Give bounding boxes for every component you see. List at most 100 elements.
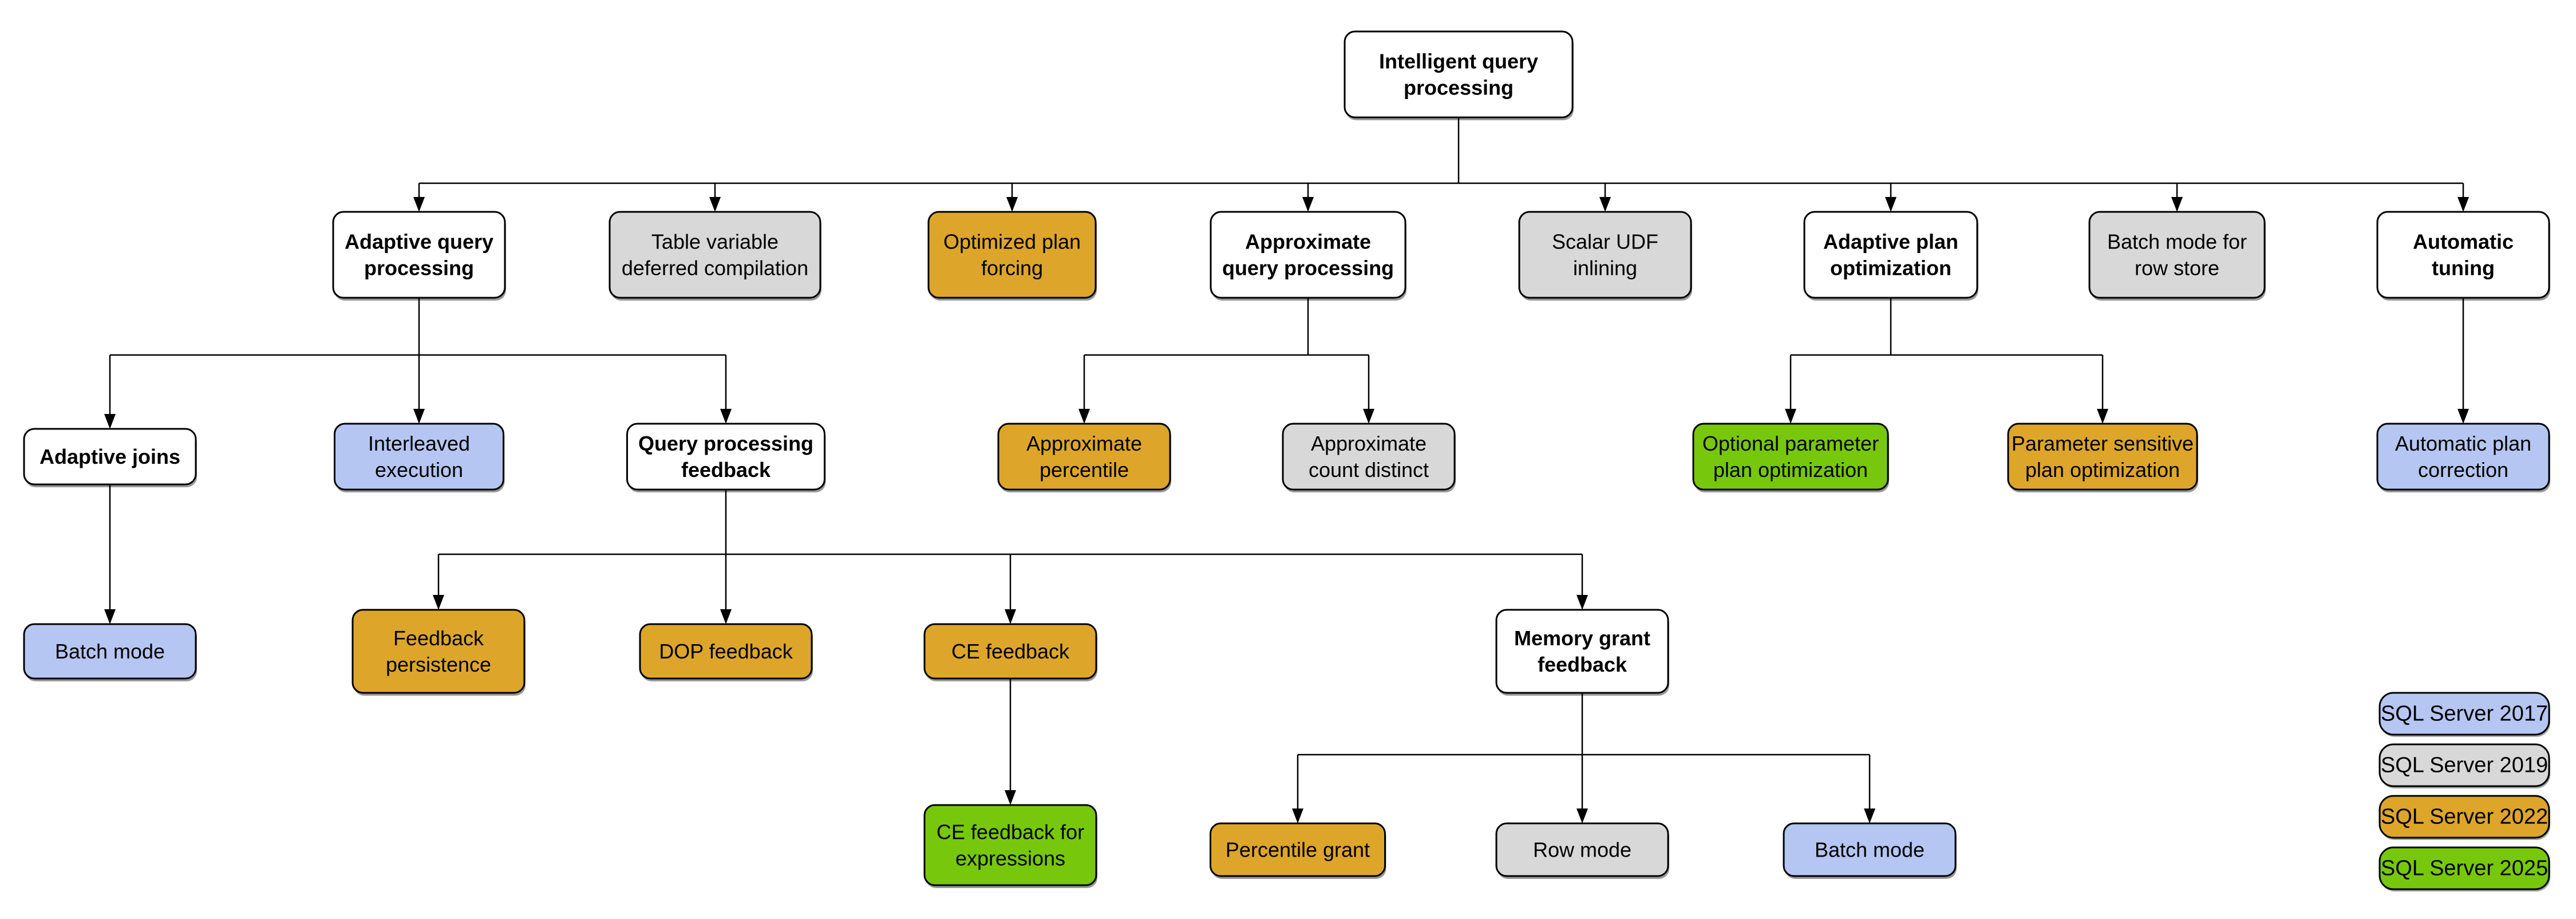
legend-label: SQL Server 2017 (2381, 702, 2548, 726)
node-label: feedback (1538, 653, 1627, 676)
arrowhead-icon (1078, 409, 1090, 424)
node-label: deferred compilation (622, 257, 808, 280)
node-label: optimization (1830, 257, 1951, 280)
node-dop-feedback: DOP feedback (639, 623, 813, 681)
node-approximate-query-processing: Approximate query processing (1210, 211, 1406, 301)
legend-item-sql-server-2017: SQL Server 2017 (2379, 692, 2550, 737)
edge-from-memory-grant-feedback (1292, 693, 1875, 823)
node-label: inlining (1573, 257, 1637, 280)
node-box (2007, 423, 2198, 491)
node-label: Memory grant (1514, 626, 1650, 650)
node-label: Interleaved (368, 432, 470, 455)
node-box (923, 623, 1097, 680)
node-label: percentile (1040, 458, 1129, 482)
edge-from-adaptive-plan-optimization (1785, 298, 2108, 424)
arrowhead-icon (1864, 808, 1875, 823)
node-row-mode: Row mode (1495, 822, 1669, 879)
arrowhead-icon (709, 197, 721, 212)
node-label: Parameter sensitive (2012, 432, 2194, 455)
node-label: plan optimization (2025, 458, 2180, 482)
node-box (1495, 609, 1669, 694)
arrowhead-icon (104, 414, 116, 429)
node-label: processing (364, 257, 474, 280)
node-box (1803, 211, 1978, 299)
node-box (626, 423, 825, 491)
node-box (1282, 423, 1456, 491)
legend-item-sql-server-2025: SQL Server 2025 (2379, 846, 2550, 892)
node-adaptive-joins: Adaptive joins (23, 428, 197, 487)
node-box (2376, 211, 2550, 299)
node-label: Optimized plan (943, 230, 1081, 254)
legend-swatch (2379, 795, 2550, 839)
node-label: Automatic plan (2395, 432, 2531, 455)
node-label: plan optimization (1713, 458, 1868, 482)
node-box (23, 428, 197, 486)
edge-from-intelligent-query-processing (413, 117, 2469, 212)
node-label: Intelligent query (1379, 50, 1538, 73)
legend-swatch (2379, 692, 2550, 736)
node-adaptive-query-processing: Adaptive query processing (332, 211, 506, 301)
node-label: forcing (981, 257, 1043, 280)
node-label: Feedback (393, 626, 484, 650)
edge-from-query-processing-feedback (433, 490, 1588, 624)
node-box (332, 211, 506, 299)
node-batch-mode-under-memory-grant: Batch mode (1783, 822, 1957, 879)
legend-label: SQL Server 2019 (2381, 754, 2548, 778)
node-batch-mode-under-adaptive-joins: Batch mode (23, 623, 197, 681)
node-box (923, 804, 1097, 886)
node-box (1210, 211, 1406, 299)
node-label: Approximate (1245, 230, 1371, 254)
arrowhead-icon (720, 409, 732, 424)
node-label: Batch mode (55, 640, 165, 663)
arrowhead-icon (2458, 197, 2469, 212)
node-box (639, 623, 813, 680)
legend-item-sql-server-2019: SQL Server 2019 (2379, 743, 2550, 788)
node-label: tuning (2432, 257, 2495, 280)
node-label: Batch mode (1815, 838, 1925, 862)
node-label: count distinct (1309, 458, 1429, 482)
arrowhead-icon (2171, 197, 2183, 212)
node-box (351, 609, 526, 694)
node-label: Adaptive query (345, 230, 493, 254)
arrowhead-icon (104, 609, 116, 624)
node-box (23, 623, 197, 680)
arrowhead-icon (1785, 409, 1796, 424)
node-label: correction (2418, 458, 2508, 482)
edge-from-approximate-query-processing (1078, 298, 1374, 424)
node-box (927, 211, 1097, 299)
node-percentile-grant: Percentile grant (1210, 822, 1386, 879)
node-label: Batch mode for (2107, 230, 2247, 254)
arrowhead-icon (1006, 197, 1018, 212)
connectors (104, 117, 2469, 823)
arrowhead-icon (2458, 409, 2469, 424)
node-box (1783, 822, 1957, 877)
arrowhead-icon (720, 609, 732, 624)
node-automatic-plan-correction: Automatic plan correction (2376, 423, 2550, 492)
arrowhead-icon (1302, 197, 1314, 212)
node-label: query processing (1222, 257, 1394, 280)
node-label: Query processing (638, 432, 813, 455)
edge-from-ce-feedback (1005, 679, 1016, 805)
node-box (334, 423, 504, 491)
arrowhead-icon (413, 197, 425, 212)
node-label: Approximate (1026, 432, 1142, 455)
node-label: Percentile grant (1226, 838, 1370, 862)
edge-from-adaptive-joins (104, 484, 116, 624)
node-interleaved-execution: Interleaved execution (334, 423, 505, 492)
node-label: execution (375, 458, 463, 482)
arrowhead-icon (433, 595, 444, 610)
node-box (2088, 211, 2266, 299)
edge-from-automatic-tuning (2458, 298, 2469, 424)
